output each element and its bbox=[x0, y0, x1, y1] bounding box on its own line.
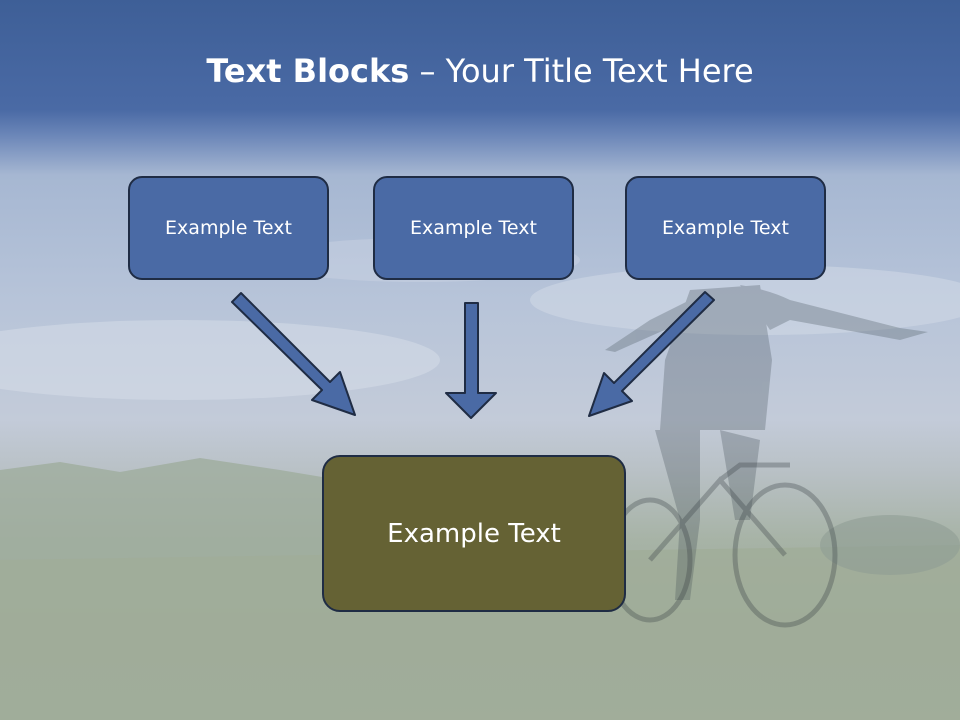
arrow-down-left-icon[interactable] bbox=[588, 291, 715, 417]
text-block-2[interactable]: Example Text bbox=[373, 176, 574, 280]
main-text-block[interactable]: Example Text bbox=[322, 455, 626, 612]
text-block-label: Example Text bbox=[662, 217, 789, 239]
title-separator: – bbox=[409, 52, 446, 90]
text-block-1[interactable]: Example Text bbox=[128, 176, 329, 280]
text-block-3[interactable]: Example Text bbox=[625, 176, 826, 280]
text-block-label: Example Text bbox=[165, 217, 292, 239]
arrow-down-right-icon[interactable] bbox=[231, 292, 356, 416]
title-rest: Your Title Text Here bbox=[445, 52, 754, 90]
arrow-down-icon[interactable] bbox=[445, 302, 497, 419]
main-text-block-label: Example Text bbox=[387, 518, 561, 549]
text-block-label: Example Text bbox=[410, 217, 537, 239]
slide-title: Text Blocks – Your Title Text Here bbox=[0, 52, 960, 90]
title-bold: Text Blocks bbox=[206, 52, 410, 90]
